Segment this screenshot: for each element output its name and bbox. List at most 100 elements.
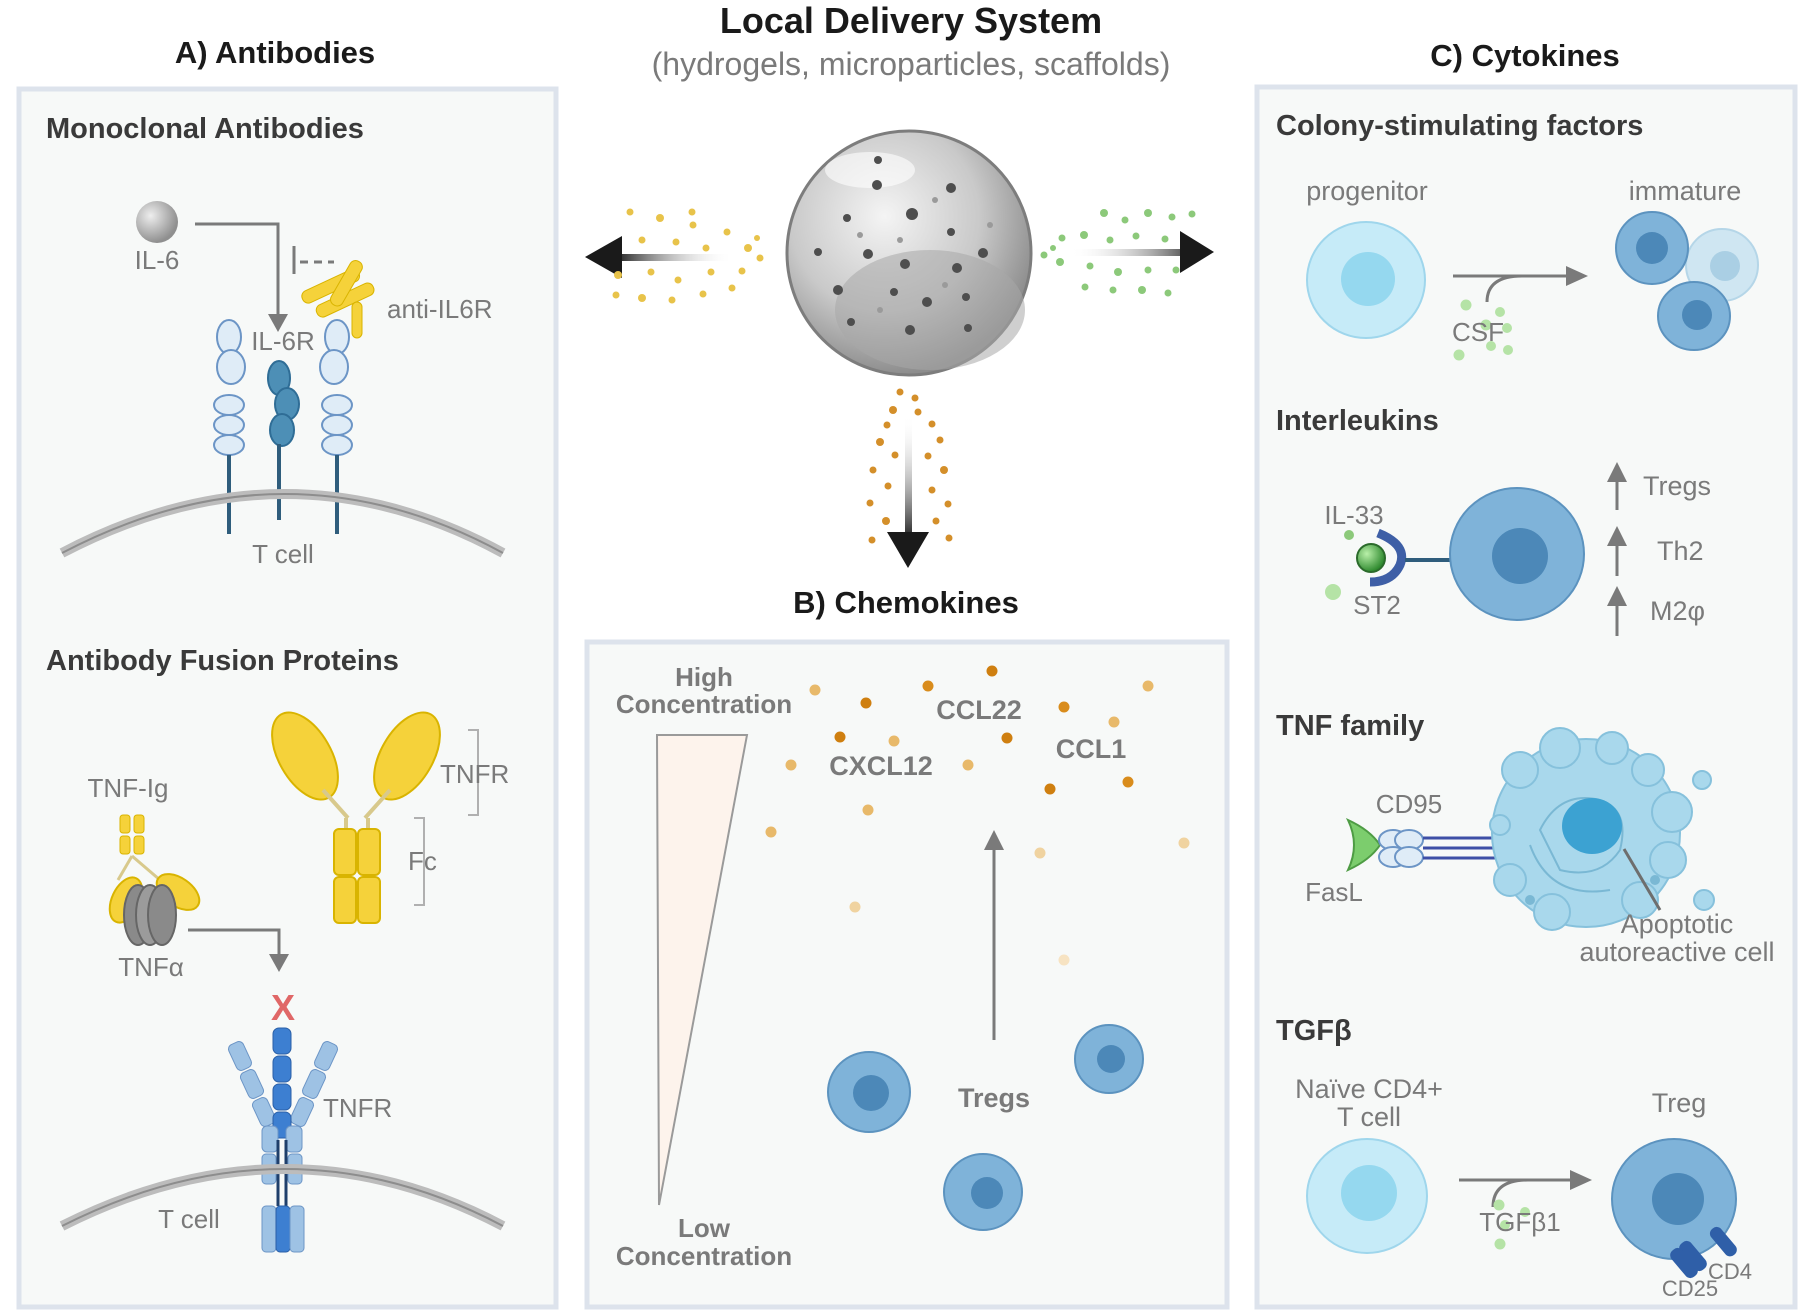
immature-cells [1615,211,1759,351]
csf-branch [1485,274,1523,303]
progenitor-cell [1306,221,1426,339]
tgfb-branch [1491,1178,1529,1208]
treg-label: Treg [1652,1088,1707,1118]
tnfr-receptor-label: TNFR [323,1093,392,1123]
cd25-label: CD25 [1662,1276,1718,1301]
naive-label-line2: T cell [1337,1102,1401,1132]
tnfa-arrow [188,928,281,958]
tnf-family-heading: TNF family [1276,710,1424,742]
il33-particle-top [1344,530,1354,540]
release-arrow-down-shaft [905,415,912,540]
tgfb1-label: TGFβ1 [1479,1207,1560,1237]
panel-c-title: C) Cytokines [1430,38,1619,73]
treg-cell-bottom [943,1153,1023,1231]
tgfb1-particles [1493,1199,1530,1250]
fasl-label: FasL [1305,877,1363,907]
panel-a-title: A) Antibodies [175,35,375,70]
gp130-subunit [267,360,300,520]
blocked-mark: X [271,987,295,1028]
release-arrow-down-head [887,532,929,568]
cxcl12-label: CXCL12 [829,751,933,781]
st2-label: ST2 [1353,590,1401,620]
naive-cd4-cell [1306,1138,1428,1254]
il6r-receptor-right [319,319,353,534]
il6-arrow-head [268,314,288,332]
tnfa-arrow-head [269,954,289,972]
treg-cell-right [1074,1024,1144,1094]
migration-arrow-head [984,830,1004,850]
t-cell-label-top: T cell [252,539,314,569]
release-arrow-left-head [585,236,622,278]
release-arrow-left-shaft [615,254,733,261]
apoptotic-label-line1: Apoptotic [1621,909,1734,939]
gradient-wedge [655,734,749,1206]
main-title: Local Delivery System [720,0,1102,41]
high-concentration-line2: Concentration [616,689,792,719]
orange-particles-down [866,388,953,544]
il-outcome-tregs: Tregs [1643,471,1711,501]
tnf-ig-label: TNF-Ig [88,773,169,803]
il6r-receptor-left [213,319,246,534]
release-arrow-right-shaft [1070,249,1205,256]
tgfb-arrow-head [1570,1170,1592,1190]
il33-particle-bottom [1325,584,1341,600]
tnfr-receptor [227,1027,339,1253]
chemokine-particles [765,665,1190,966]
il6-arrow [195,222,280,318]
interleukins-heading: Interleukins [1276,405,1439,437]
fusion-antibody [271,711,441,924]
tnfa-label: TNFα [118,952,184,982]
apoptotic-cell [1489,727,1715,931]
release-arrow-right-head [1180,231,1214,273]
t-cell-membrane-top-edge [61,493,504,554]
csf-particles [1453,299,1513,361]
cd95-label: CD95 [1376,789,1442,819]
tregs-label: Tregs [958,1083,1030,1113]
low-concentration-line1: Low [678,1213,731,1243]
il6-label: IL-6 [135,245,180,275]
gold-particles-left [612,208,764,304]
tnf-ig-complex [108,814,201,946]
apoptotic-pointer [1622,848,1662,911]
low-concentration-line2: Concentration [616,1241,792,1271]
treg-cell-left [827,1051,911,1133]
interleukin-target-cell [1449,487,1585,621]
main-subtitle: (hydrogels, microparticles, scaffolds) [652,46,1171,82]
t-cell-membrane-bottom-edge [61,1168,504,1227]
cd95-receptor [1378,829,1498,868]
il6-ball [136,201,178,243]
tnfr-top-label: TNFR [440,759,509,789]
anti-il6r-antibody [301,260,375,339]
delivery-sphere [785,129,1033,377]
fasl-ligand [1345,817,1382,873]
t-cell-label-bottom: T cell [158,1204,220,1234]
fc-bracket [414,817,425,906]
cd4-label: CD4 [1708,1259,1752,1284]
treg-cell [1611,1138,1737,1279]
csf-heading: Colony-stimulating factors [1276,110,1643,142]
progenitor-label: progenitor [1306,176,1428,206]
fc-label: Fc [408,846,437,876]
il33-bound [1356,543,1386,573]
green-particles-right [1040,209,1196,297]
il33-label: IL-33 [1324,500,1383,530]
st2-receptor [1369,528,1407,587]
csf-label: CSF [1452,317,1504,347]
il-outcome-m2: M2φ [1650,596,1705,626]
ccl1-label: CCL1 [1056,734,1127,764]
tgfb-heading: TGFβ [1276,1015,1352,1047]
apoptotic-label-line2: autoreactive cell [1579,937,1774,967]
tnfr-bracket [468,729,479,816]
immature-label: immature [1629,176,1742,206]
anti-il6r-label: anti-IL6R [387,294,493,324]
monoclonal-heading: Monoclonal Antibodies [46,113,364,145]
il-outcome-arrows [1607,462,1627,636]
naive-label-line1: Naïve CD4+ [1295,1074,1443,1104]
il-outcome-th2: Th2 [1657,536,1704,566]
high-concentration-line1: High [675,662,733,692]
fusion-heading: Antibody Fusion Proteins [46,645,399,677]
csf-arrow-head [1566,266,1588,286]
il6r-label: IL-6R [251,326,315,356]
panel-b-title: B) Chemokines [793,585,1019,620]
ccl22-label: CCL22 [936,695,1022,725]
